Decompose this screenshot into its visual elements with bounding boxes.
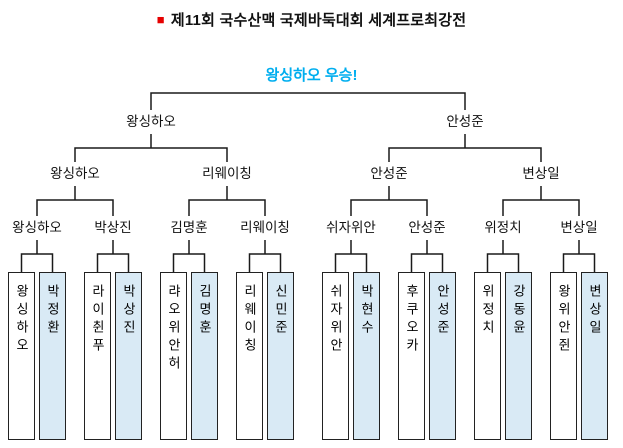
quarterfinal-player-7: 위정치 — [484, 220, 522, 235]
player-name: 왕싱하오 — [14, 284, 29, 356]
player-name: 후쿠오카 — [404, 284, 419, 356]
player-name: 위정치 — [480, 284, 495, 338]
quarterfinal-player-6: 안성준 — [408, 220, 446, 235]
player-box: 라이췬푸 — [84, 272, 111, 440]
player-name: 강동윤 — [511, 284, 526, 338]
player-name: 김명훈 — [197, 284, 212, 338]
quarterfinal-player-1: 왕싱하오 — [12, 220, 62, 235]
semifinal-player-3: 안성준 — [370, 166, 408, 181]
player-box: 리웨이칭 — [236, 272, 263, 440]
quarterfinal-player-4: 리웨이칭 — [240, 220, 290, 235]
quarterfinal-player-8: 변상일 — [560, 220, 598, 235]
player-name: 박현수 — [359, 284, 374, 338]
page-title: ■ 제11회 국수산맥 국제바둑대회 세계프로최강전 — [0, 9, 623, 30]
player-name: 안성준 — [435, 284, 450, 338]
red-square-icon: ■ — [156, 12, 165, 27]
champion-text: 왕싱하오 우승! — [265, 67, 358, 84]
player-name: 변상일 — [587, 284, 602, 338]
semifinal-player-1: 왕싱하오 — [50, 166, 100, 181]
player-box: 박현수 — [353, 272, 380, 440]
player-box: 위정치 — [474, 272, 501, 440]
semifinal-player-4: 변상일 — [522, 166, 560, 181]
player-box: 왕위안쥔 — [550, 272, 577, 440]
player-name: 라이췬푸 — [90, 284, 105, 356]
player-name: 쉬자위안 — [328, 284, 343, 356]
semifinal-player-2: 리웨이칭 — [202, 166, 252, 181]
player-name: 랴오위안허 — [166, 284, 181, 374]
final-player-left: 왕싱하오 — [126, 114, 176, 129]
player-box: 김명훈 — [191, 272, 218, 440]
player-name: 박상진 — [121, 284, 136, 338]
player-box: 박정환 — [39, 272, 66, 440]
player-box: 신민준 — [267, 272, 294, 440]
player-name: 왕위안쥔 — [556, 284, 571, 356]
player-box: 변상일 — [581, 272, 608, 440]
player-box: 랴오위안허 — [160, 272, 187, 440]
player-box: 쉬자위안 — [322, 272, 349, 440]
final-player-right: 안성준 — [446, 114, 484, 129]
player-name: 신민준 — [273, 284, 288, 338]
player-name: 리웨이칭 — [242, 284, 257, 356]
player-box: 왕싱하오 — [8, 272, 35, 440]
player-box: 박상진 — [115, 272, 142, 440]
quarterfinal-player-2: 박상진 — [94, 220, 132, 235]
title-text: 제11회 국수산맥 국제바둑대회 세계프로최강전 — [170, 12, 467, 29]
quarterfinal-player-5: 쉬자위안 — [326, 220, 376, 235]
player-box: 후쿠오카 — [398, 272, 425, 440]
quarterfinal-player-3: 김명훈 — [170, 220, 208, 235]
player-box: 안성준 — [429, 272, 456, 440]
player-name: 박정환 — [45, 284, 60, 338]
player-box: 강동윤 — [505, 272, 532, 440]
